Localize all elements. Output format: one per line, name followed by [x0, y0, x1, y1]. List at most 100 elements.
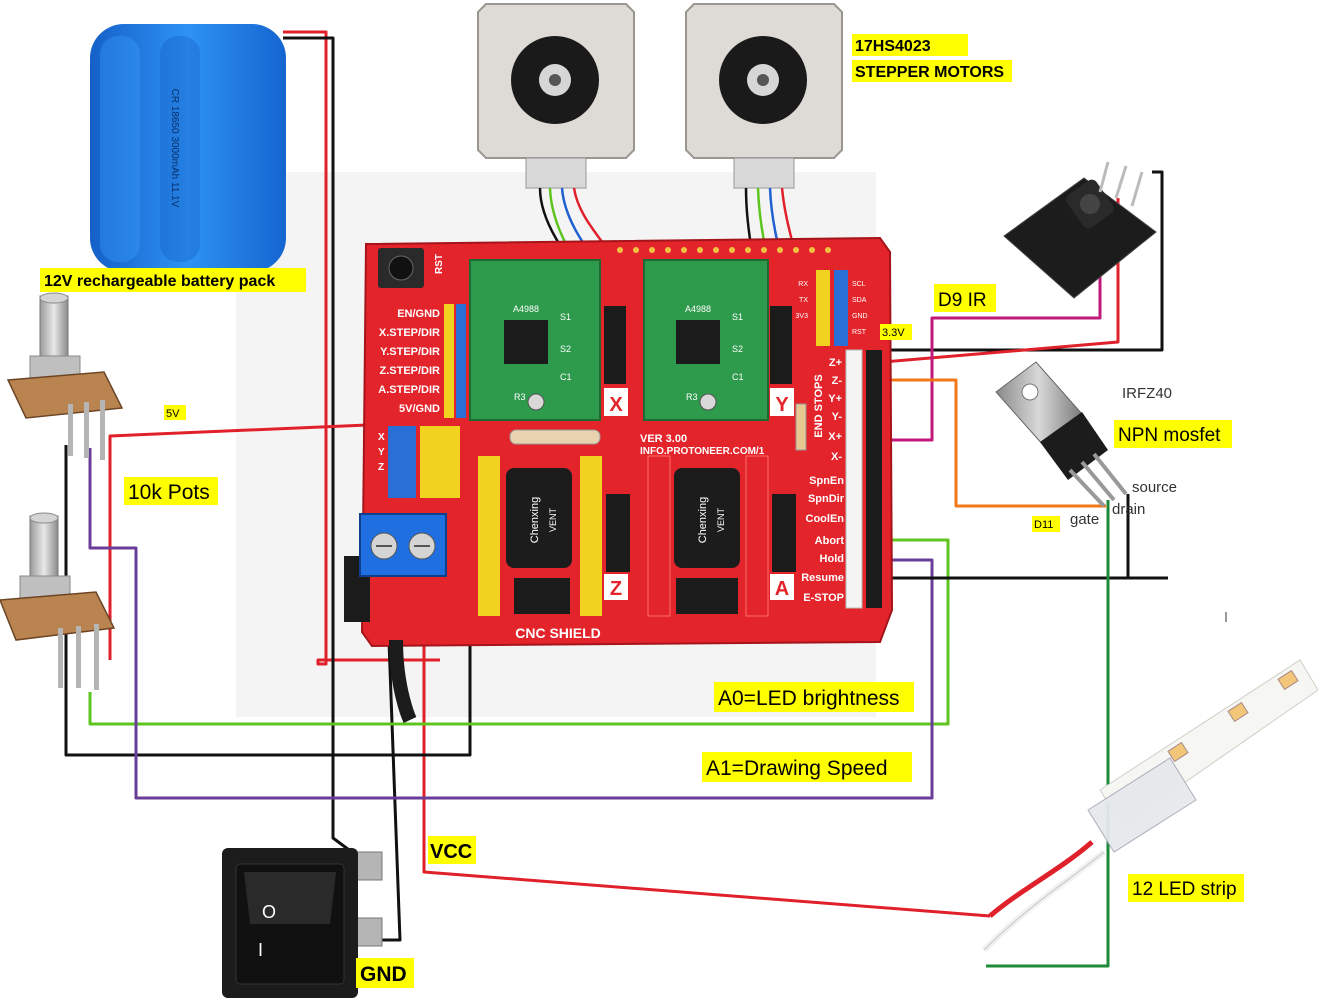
svg-text:X+: X+: [828, 431, 842, 443]
rst-label: RST: [434, 254, 445, 274]
axis-label-y-bg: [770, 388, 794, 416]
pin-label-en-gnd: EN/GND: [397, 308, 440, 320]
5v-label-highlight: [164, 405, 186, 420]
svg-text:VENT: VENT: [548, 508, 558, 533]
pin-label-a-step: A.STEP/DIR: [378, 384, 440, 396]
potentiometer-2: [0, 512, 116, 690]
switch-on-mark: I: [258, 940, 263, 960]
3v3-label: 3.3V: [882, 327, 905, 339]
wire-gnd: [376, 559, 402, 942]
svg-text:CoolEn: CoolEn: [806, 513, 845, 525]
source-label: source: [1132, 479, 1177, 496]
top-pin-row: [617, 247, 831, 253]
serial-header-blue: [834, 270, 848, 346]
svg-text:Z: Z: [378, 462, 384, 473]
z-socket-left: [478, 456, 500, 616]
motors-label-line2: STEPPER MOTORS: [855, 64, 1004, 81]
board-version: VER 3.00: [640, 433, 687, 445]
led-strip: [981, 659, 1318, 953]
wire-a0: [88, 538, 950, 726]
svg-text:R3: R3: [514, 392, 526, 402]
serial-header-yellow: [816, 270, 830, 346]
svg-text:S2: S2: [732, 344, 743, 354]
svg-text:S2: S2: [560, 344, 571, 354]
vcc-label: VCC: [430, 841, 472, 863]
control-pin-labels: SpnEn SpnDir CoolEn Abort Hold Resume E-…: [801, 475, 845, 604]
wire-battery-positive: [283, 30, 440, 666]
axis-label-x-bg: [604, 388, 628, 416]
3v3-label-highlight: [880, 324, 912, 340]
pin-label-5v-gnd: 5V/GND: [399, 403, 440, 415]
jumper-z: [606, 494, 630, 572]
wire-a1: [88, 448, 934, 800]
jumper-z-bottom: [514, 578, 570, 614]
svg-text:Z-: Z-: [832, 375, 843, 387]
mosfet: [995, 361, 1128, 508]
svg-text:RST: RST: [852, 329, 867, 336]
svg-text:Y: Y: [378, 447, 385, 458]
npn-label: NPN mosfet: [1118, 425, 1221, 446]
board-url: INFO.PROTONEER.COM/1: [640, 446, 765, 457]
svg-text:R3: R3: [686, 392, 698, 402]
potentiometer-1: [6, 292, 124, 460]
motors-label-highlight-2: [852, 60, 1012, 82]
svg-text:E-STOP: E-STOP: [803, 592, 844, 604]
endstop-pin-labels: Z+ Z- Y+ Y- X+ X-: [828, 357, 842, 463]
svg-text:S1: S1: [560, 312, 571, 322]
pin-label-z-step: Z.STEP/DIR: [379, 365, 440, 377]
led-strip-label-highlight: [1128, 874, 1244, 902]
a0-label-highlight: [714, 682, 914, 712]
stepper-driver-x: A4988 S1 S2 C1 R3: [469, 259, 601, 421]
svg-text:C1: C1: [560, 372, 572, 382]
switch-off-mark: O: [262, 902, 276, 922]
axis-label-a-bg: [770, 574, 794, 600]
endstop-header-black: [866, 350, 882, 608]
z-socket-right: [580, 456, 602, 616]
led-strip-label: 12 LED strip: [1132, 879, 1237, 900]
svg-text:X: X: [378, 432, 385, 443]
svg-text:RX: RX: [798, 281, 808, 288]
pots-label: 10k Pots: [128, 481, 210, 504]
svg-text:Hold: Hold: [820, 553, 844, 565]
board-name: CNC SHIELD: [515, 625, 601, 641]
axis-label-y: Y: [775, 394, 789, 416]
battery-label: 12V rechargeable battery pack: [44, 273, 275, 290]
a1-label: A1=Drawing Speed: [706, 757, 888, 780]
svg-text:VENT: VENT: [716, 508, 726, 533]
a-socket-left: [647, 455, 671, 617]
svg-text:Z+: Z+: [829, 357, 842, 369]
xyz-headers: X Y Z: [378, 426, 460, 498]
a-socket-right: [745, 455, 769, 617]
stepper-motor-1: [477, 3, 635, 189]
battery-pack: CR 18650 3000mAh 11.1V: [90, 24, 286, 272]
svg-text:Chenxing: Chenxing: [697, 497, 709, 543]
svg-text:Y+: Y+: [828, 393, 842, 405]
svg-text:A4988: A4988: [685, 304, 711, 314]
jumper-x: [604, 306, 626, 384]
wire-vcc: [422, 580, 991, 918]
svg-text:Chenxing: Chenxing: [529, 497, 541, 543]
vcc-label-highlight: [428, 836, 476, 864]
left-header-blue: [456, 304, 466, 418]
drain-label: drain: [1112, 501, 1145, 518]
svg-text:A4988: A4988: [513, 304, 539, 314]
jumper-y: [770, 306, 792, 384]
svg-text:SDA: SDA: [852, 297, 867, 304]
pots-label-highlight: [124, 477, 218, 505]
svg-text:C1: C1: [732, 372, 744, 382]
d9-label-highlight: [934, 284, 996, 312]
motors-label-line1: 17HS4023: [855, 38, 931, 55]
motors-label-highlight-1: [852, 34, 968, 56]
svg-text:X-: X-: [831, 451, 842, 463]
axis-label-a: A: [775, 578, 789, 600]
5v-label: 5V: [166, 408, 180, 420]
capacitor-z: [506, 468, 572, 568]
pin-label-x-step: X.STEP/DIR: [379, 327, 440, 339]
d9-label: D9 IR: [938, 290, 987, 311]
gate-label: gate: [1070, 511, 1099, 528]
a1-label-highlight: [702, 752, 912, 782]
irfz40-label: IRFZ40: [1122, 385, 1172, 402]
battery-print: CR 18650 3000mAh 11.1V: [169, 89, 180, 208]
jumper-a-bottom: [676, 578, 738, 614]
resistor: [795, 403, 807, 451]
